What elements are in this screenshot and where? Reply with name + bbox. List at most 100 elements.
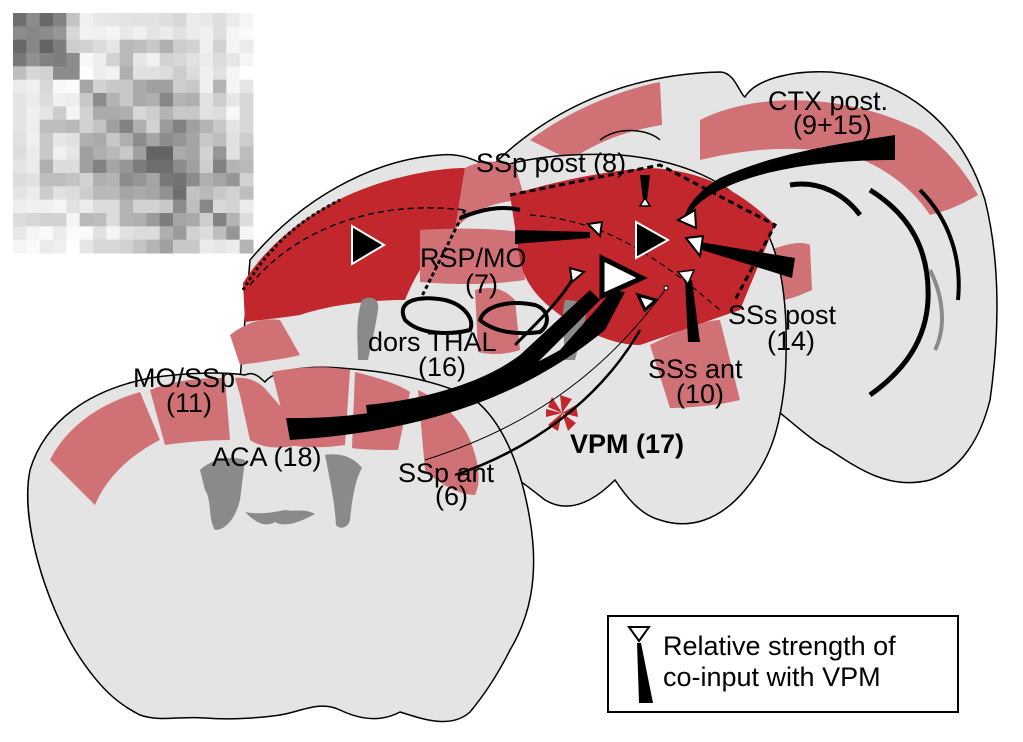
matrix-cell [213, 146, 227, 161]
matrix-cell [146, 146, 161, 161]
matrix-cell [93, 66, 107, 81]
matrix-cell [186, 106, 201, 121]
matrix-cell [79, 79, 94, 94]
matrix-cell [186, 39, 201, 54]
matrix-cell [53, 239, 67, 254]
matrix-cell [146, 159, 161, 174]
matrix-cell [133, 106, 147, 121]
matrix-cell [39, 199, 54, 214]
arrow-sss-ant [685, 280, 700, 342]
matrix-cell [199, 186, 214, 201]
middle-side-region [230, 319, 300, 365]
matrix-cell [239, 119, 254, 134]
matrix-cell [66, 239, 81, 254]
matrix-cell [159, 26, 174, 41]
matrix-cell [39, 39, 54, 54]
matrix-cell [79, 106, 94, 121]
matrix-cell [13, 106, 27, 121]
arrow-ctx-post [684, 135, 895, 220]
matrix-cell [93, 239, 107, 254]
label-rsp-mo: RSP/MO [420, 243, 527, 273]
matrix-cell [133, 133, 147, 147]
matrix-cell [66, 213, 81, 227]
matrix-cell [133, 79, 147, 94]
label-sss-ant-num: (10) [676, 379, 724, 409]
matrix-cell [186, 186, 201, 201]
legend-line-2: co-input with VPM [663, 662, 881, 692]
label-ssp-post: SSp post (8) [476, 148, 626, 178]
matrix-cell [39, 66, 54, 81]
matrix-cell [199, 13, 214, 27]
matrix-cell [133, 199, 147, 214]
matrix-cell [199, 119, 214, 134]
matrix-cell [239, 159, 254, 174]
matrix-cell [66, 93, 81, 107]
vpm-wedge [546, 409, 562, 417]
matrix-cell [93, 133, 107, 147]
matrix-cell [13, 226, 27, 241]
matrix-cell [159, 213, 174, 227]
matrix-cell [173, 133, 187, 147]
matrix-cell [213, 239, 227, 254]
label-dors-thal-num: (16) [418, 352, 466, 382]
matrix-cell [159, 159, 174, 174]
arrow-rsp-mo [515, 230, 590, 244]
matrix-cell [26, 93, 41, 107]
matrix-cell [119, 93, 134, 107]
arrowhead-rsp-mo [585, 220, 604, 239]
matrix-cell [159, 119, 174, 134]
matrix-cell [79, 66, 94, 81]
label-sss-ant: SSs ant [648, 354, 743, 384]
matrix-cell [106, 119, 121, 134]
matrix-cell [26, 133, 41, 147]
matrix-cell [173, 159, 187, 174]
dashed-boundary-3 [529, 214, 721, 311]
matrix-cell [159, 226, 174, 241]
matrix-cell [13, 213, 27, 227]
matrix-cell [39, 93, 54, 107]
legend-line-1: Relative strength of [663, 631, 896, 661]
matrix-cell [79, 39, 94, 54]
matrix-cell [39, 79, 54, 94]
matrix-cell [53, 13, 67, 27]
matrix-cell [173, 146, 187, 161]
matrix-cell [146, 186, 161, 201]
matrix-cell [186, 26, 201, 41]
matrix-cell [159, 239, 174, 254]
matrix-cell [226, 119, 241, 134]
matrix-cell [239, 173, 254, 187]
matrix-cell [213, 159, 227, 174]
posterior-ctx-region-2 [530, 82, 662, 160]
matrix-cell [13, 199, 27, 214]
matrix-cell [213, 79, 227, 94]
label-aca: ACA (18) [212, 442, 322, 472]
matrix-cell [173, 199, 187, 214]
matrix-cell [226, 26, 241, 41]
matrix-cell [119, 39, 134, 54]
matrix-cell [13, 146, 27, 161]
matrix-cell [199, 146, 214, 161]
middle-top-fold [459, 206, 521, 220]
matrix-cell [133, 93, 147, 107]
matrix-cell [66, 119, 81, 134]
matrix-cell [159, 146, 174, 161]
matrix-cell [213, 173, 227, 187]
arrowhead-ctx-post [675, 208, 698, 230]
label-ssp-ant-num: (6) [435, 481, 468, 511]
label-ctx-post: CTX post. [768, 86, 888, 116]
matrix-cell [39, 186, 54, 201]
matrix-cell [159, 186, 174, 201]
matrix-cell [239, 146, 254, 161]
matrix-cell [186, 239, 201, 254]
matrix-cell [79, 199, 94, 214]
matrix-cell [106, 106, 121, 121]
thalamus-outline-right [477, 301, 549, 336]
matrix-cell [93, 226, 107, 241]
matrix-cell [146, 79, 161, 94]
matrix-cell [79, 173, 94, 187]
matrix-cell [173, 26, 187, 41]
matrix-cell [119, 106, 134, 121]
matrix-cell [39, 13, 54, 27]
hippocampus-arc-1 [868, 187, 931, 398]
matrix-cell [106, 26, 121, 41]
